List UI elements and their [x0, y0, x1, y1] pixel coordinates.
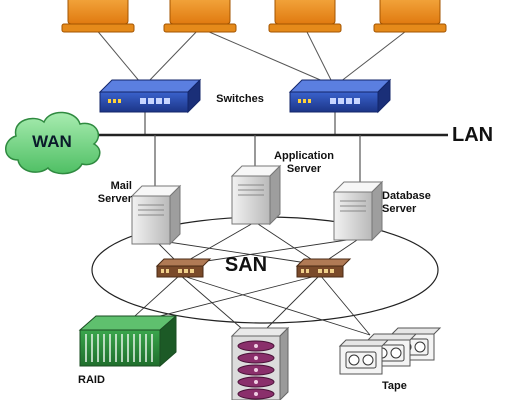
database-server-label: Database Server: [382, 190, 431, 215]
monitor-icon: [268, 0, 342, 33]
network-switch-icon: [98, 78, 202, 114]
mail-server-label: Mail Server: [97, 180, 132, 205]
san-switch-icon: [155, 258, 212, 278]
wan-label: WAN: [32, 132, 72, 151]
monitor-links: [94, 27, 411, 83]
server-links: [154, 135, 361, 190]
switch-links: [144, 112, 336, 135]
lan-label: LAN: [452, 124, 494, 146]
switches-label: Switches: [216, 93, 264, 105]
raid-label: RAID: [78, 374, 105, 386]
tape-label: Tape: [382, 380, 407, 392]
san-label: SAN: [224, 254, 268, 276]
network-switch-icon: [288, 78, 392, 114]
raid-array-icon: [78, 314, 178, 368]
disk-stack-icon: [230, 326, 290, 400]
monitor-icon: [61, 0, 135, 33]
server-icon: [130, 184, 182, 246]
san-switch-icon: [295, 258, 352, 278]
cloud-icon: [5, 111, 101, 175]
monitor-icon: [163, 0, 237, 33]
monitor-icon: [373, 0, 447, 33]
application-server-label: Application Server: [274, 150, 334, 175]
san-links: [124, 221, 371, 341]
server-icon: [332, 180, 384, 242]
tape-library-icon: [338, 327, 442, 375]
server-icon: [230, 164, 282, 226]
